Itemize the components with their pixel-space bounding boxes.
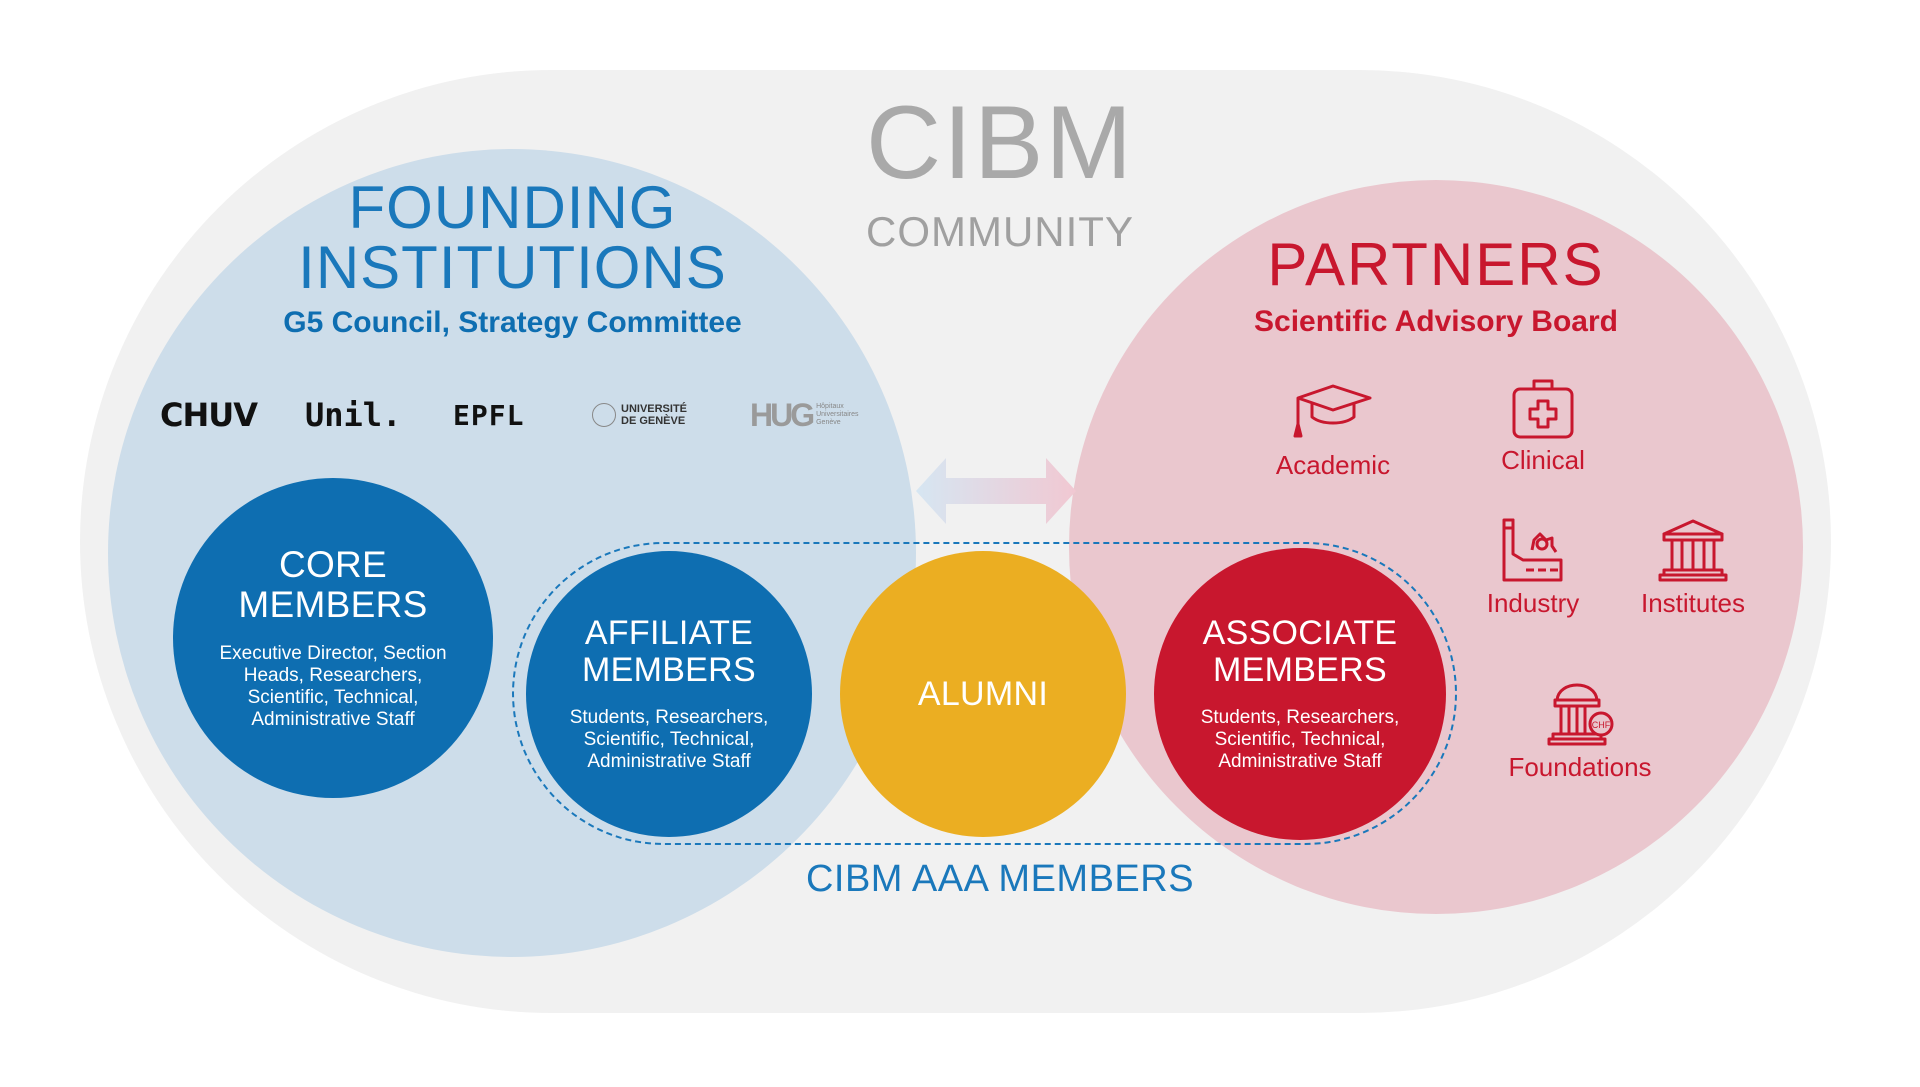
chuv-logo: CHUV: [160, 396, 258, 434]
alumni-title: ALUMNI: [917, 675, 1049, 713]
associate-members-circle: ASSOCIATE MEMBERS Students, Researchers,…: [1154, 548, 1446, 840]
core-title-line1: CORE: [278, 544, 388, 585]
medical-kit-icon: [1512, 379, 1574, 439]
partners-subheading: Scientific Advisory Board: [1254, 305, 1618, 338]
double-arrow-icon: [916, 458, 1076, 524]
hug-small-line2: Universitaires: [816, 411, 859, 418]
associate-desc-line2: Scientific, Technical,: [1214, 729, 1386, 750]
core-desc-line2: Heads, Researchers,: [243, 665, 423, 686]
aaa-members-boundary: [512, 542, 1457, 845]
affiliate-desc-line2: Scientific, Technical,: [583, 729, 755, 750]
core-desc-line1: Executive Director, Section: [219, 643, 447, 664]
hug-small-line1: Hôpitaux: [816, 403, 844, 410]
institution-building-icon: [1658, 519, 1728, 582]
chf-badge: CHF: [1592, 720, 1611, 730]
founding-heading-line1: FOUNDING: [348, 174, 677, 241]
hug-logo: HUG Hôpitaux Universitaires Genève: [750, 395, 859, 435]
core-desc-line4: Administrative Staff: [251, 709, 415, 730]
partner-clinical: Clinical: [1478, 375, 1608, 476]
affiliate-desc-line1: Students, Researchers,: [569, 707, 769, 728]
graduation-cap-icon: [1293, 384, 1372, 438]
hug-small-line3: Genève: [816, 419, 841, 426]
founding-subheading: G5 Council, Strategy Committee: [283, 306, 742, 339]
associate-desc-line1: Students, Researchers,: [1200, 707, 1400, 728]
associate-title-line2: MEMBERS: [1212, 651, 1387, 689]
core-title-line2: MEMBERS: [238, 584, 428, 625]
affiliate-members-circle: AFFILIATE MEMBERS Students, Researchers,…: [526, 551, 812, 837]
associate-title-line1: ASSOCIATE: [1202, 614, 1398, 652]
hug-logo-mark: HUG: [750, 396, 815, 433]
epfl-logo: EPFL: [453, 398, 525, 432]
core-members-circle: CORE MEMBERS Executive Director, Section…: [173, 478, 493, 798]
cibm-title: CIBM: [866, 85, 1134, 201]
partner-academic: Academic: [1268, 380, 1398, 481]
affiliate-title-line1: AFFILIATE: [584, 614, 754, 652]
academic-label: Academic: [1275, 450, 1391, 480]
alumni-circle: ALUMNI: [840, 551, 1126, 837]
founding-heading-line2: INSTITUTIONS: [298, 234, 727, 301]
unige-label-line1: UNIVERSITÉ: [621, 403, 688, 415]
partner-industry: Industry: [1468, 518, 1598, 619]
unige-logo: UNIVERSITÉ DE GENÈVE: [592, 395, 687, 435]
unige-label-line2: DE GENÈVE: [621, 415, 686, 427]
affiliate-desc-line3: Administrative Staff: [587, 751, 751, 772]
unige-seal-icon: [592, 403, 616, 427]
core-desc-line3: Scientific, Technical,: [247, 687, 419, 708]
partner-foundations: CHF Foundations: [1500, 682, 1660, 783]
factory-icon: [1502, 518, 1563, 582]
unil-logo: Unil.: [305, 396, 402, 434]
foundations-label: Foundations: [1508, 752, 1652, 782]
partners-heading: PARTNERS: [1267, 231, 1605, 298]
industry-label: Industry: [1486, 588, 1580, 618]
founding-institutions-heading: FOUNDING INSTITUTIONS: [250, 178, 775, 298]
aaa-members-label: CIBM AAA MEMBERS: [805, 858, 1195, 900]
institutes-label: Institutes: [1640, 588, 1746, 618]
associate-desc-line3: Administrative Staff: [1218, 751, 1382, 772]
foundation-chf-icon: CHF: [1547, 683, 1614, 746]
affiliate-title-line2: MEMBERS: [581, 651, 756, 689]
community-subtitle: COMMUNITY: [866, 208, 1134, 255]
partner-institutes: Institutes: [1628, 518, 1758, 619]
clinical-label: Clinical: [1501, 445, 1585, 475]
